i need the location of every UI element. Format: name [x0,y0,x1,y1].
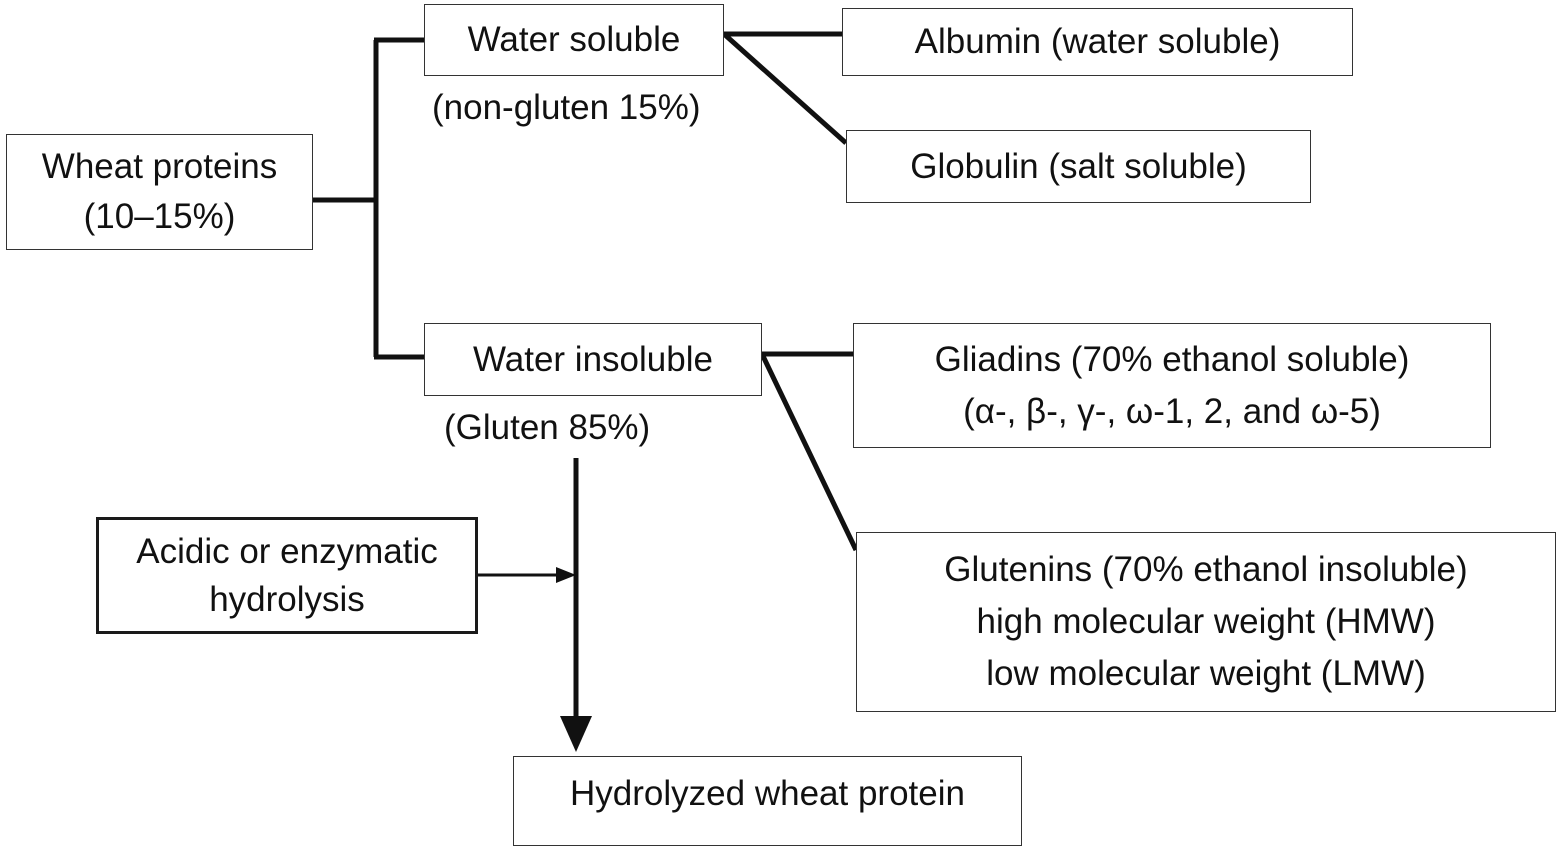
glutenins-hmw: high molecular weight (HMW) [976,602,1436,641]
albumin-label: Albumin (water soluble) [914,22,1281,61]
hydrolyzed-wheat-protein-label: Hydrolyzed wheat protein [570,773,965,813]
water-insoluble-box: Water insoluble [424,323,762,396]
gliadins-label: Gliadins (70% ethanol soluble) [934,339,1410,379]
globulin-box: Globulin (salt soluble) [846,130,1311,203]
glutenins-label: Glutenins (70% ethanol insoluble) [944,550,1468,589]
gluten-caption: (Gluten 85%) [444,408,651,447]
water-soluble-to-globulin-line [722,32,848,145]
hydrolyzed-wheat-protein-box: Hydrolyzed wheat protein [513,756,1022,846]
hydrolysis-label-line2: hydrolysis [209,579,365,619]
globulin-label: Globulin (salt soluble) [910,146,1247,186]
non-gluten-caption: (non-gluten 15%) [432,88,701,127]
down-arrowhead-icon [560,716,592,752]
hydrolysis-box: Acidic or enzymatic hydrolysis [96,517,478,634]
water-insoluble-label: Water insoluble [473,339,713,379]
glutenins-lmw: low molecular weight (LMW) [986,654,1426,693]
water-soluble-label: Water soluble [467,20,681,59]
hydrolysis-label-line1: Acidic or enzymatic [136,531,438,571]
right-arrowhead-icon [556,567,576,583]
water-insoluble-to-glutenins-line [759,352,859,552]
gliadins-types: (α-, β-, γ-, ω-1, 2, and ω-5) [963,391,1381,431]
albumin-box: Albumin (water soluble) [842,8,1353,76]
wheat-proteins-label: Wheat proteins [41,147,278,186]
water-soluble-box: Water soluble [424,4,724,76]
wheat-proteins-percent: (10–15%) [83,197,236,236]
wheat-proteins-box: Wheat proteins (10–15%) [6,134,313,250]
gliadins-box: Gliadins (70% ethanol soluble) (α-, β-, … [853,323,1491,448]
glutenins-box: Glutenins (70% ethanol insoluble) high m… [856,532,1556,712]
